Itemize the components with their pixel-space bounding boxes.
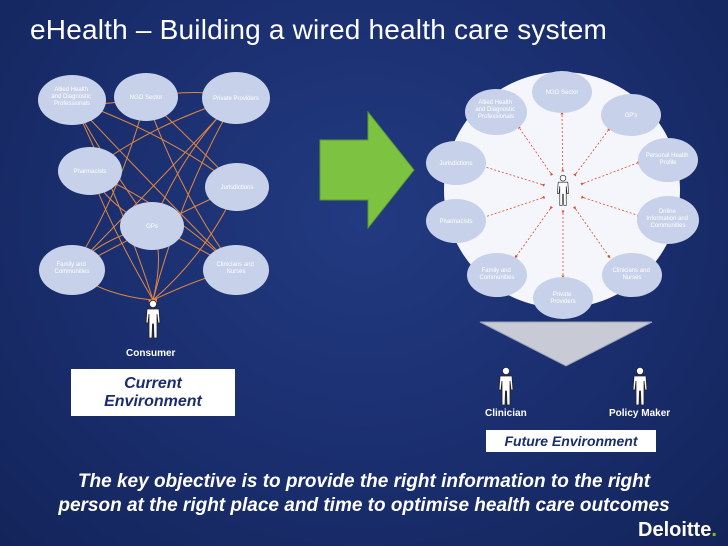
svg-text:Allied Health and Diag: Allied Health and Diagnostic Professiona… [51, 87, 92, 107]
future-node-allied: Allied Health and Diagnostic Professiona… [465, 89, 527, 135]
current-environment-box: Current Environment [71, 369, 235, 416]
current-environment-line2: Environment [104, 392, 202, 410]
svg-text:Allied Health and Diag: Allied Health and Diagnostic Professiona… [475, 100, 516, 120]
connection-arrow [481, 195, 546, 219]
current-node-pharmacists: Pharmacists [58, 147, 122, 195]
key-objective-text: The key objective is to provide the righ… [14, 470, 714, 518]
svg-text:NGO Sector: NGO Sector [130, 95, 163, 101]
key-objective-line2: person at the right place and time to op… [58, 495, 670, 516]
future-node-gps: GP's [601, 94, 661, 136]
current-node-ngo: NGO Sector [114, 73, 178, 121]
svg-text:Jurisdictions: Jurisdictions [220, 185, 253, 191]
svg-text:Jurisdictions: Jurisdictions [439, 161, 472, 167]
key-objective-line1: The key objective is to provide the righ… [77, 471, 651, 492]
current-node-clinicians: Clinicians and Nurses [203, 245, 269, 295]
current-node-gps: GPs [120, 202, 184, 250]
clinician-person-icon [498, 367, 514, 406]
deloitte-logo: Deloitte. [638, 519, 717, 542]
connection-arrow [481, 165, 545, 187]
svg-text:Online Information and: Online Information and Communities [646, 209, 689, 229]
svg-text:Private Providers: Private Providers [213, 96, 259, 102]
connection-arrow [572, 205, 611, 259]
clinician-label: Clinician [485, 408, 527, 419]
consumer-person-icon [145, 299, 161, 339]
logo-dot: . [711, 519, 717, 541]
svg-text:Pharmacists: Pharmacists [73, 169, 106, 175]
current-node-private: Private Providers [202, 72, 270, 124]
policy-maker-label: Policy Maker [609, 408, 671, 419]
svg-text:GP's: GP's [625, 113, 638, 119]
logo-text: Deloitte [638, 519, 712, 541]
future-node-jurisdictions: Jurisdictions [426, 141, 486, 185]
slide-title: eHealth – Building a wired health care s… [30, 14, 608, 45]
svg-text:Pharmacists: Pharmacists [439, 219, 472, 225]
svg-text:Personal Health Profil: Personal Health Profile [646, 153, 690, 166]
future-environment-box: Future Environment [486, 430, 656, 452]
current-node-allied: Allied Health and Diagnostic Professiona… [38, 75, 106, 125]
connection-arrow [517, 125, 554, 177]
future-node-ngo: NGO Sector [532, 71, 592, 113]
current-environment-line1: Current [124, 374, 182, 392]
connection-arrow [560, 111, 565, 172]
future-node-online: Online Information and Communities [637, 196, 699, 244]
future-node-private: Private Providers [533, 277, 593, 319]
svg-text:NGO Sector: NGO Sector [546, 90, 579, 96]
funnel-arrow-icon [479, 321, 653, 367]
connection-arrow [580, 195, 641, 217]
svg-text:Family and Communities: Family and Communities [54, 262, 89, 275]
future-connection-arrows [481, 111, 641, 279]
current-node-jurisdictions: Jurisdictions [205, 163, 269, 211]
svg-text:Family and Communities: Family and Communities [479, 268, 514, 281]
future-node-family: Family and Communities [467, 253, 527, 297]
svg-text:GPs: GPs [146, 224, 158, 230]
future-node-clinicians: Clinicians and Nurses [602, 253, 662, 297]
right-arrow-icon [319, 110, 415, 230]
future-node-personal-health-profile: Personal Health Profile [638, 138, 698, 182]
svg-text:Private Providers: Private Providers [550, 292, 575, 305]
policy-maker-person-icon [632, 367, 648, 406]
current-node-family: Family and Communities [39, 245, 105, 295]
svg-text:Clinicians and Nurses: Clinicians and Nurses [216, 262, 255, 275]
future-node-pharmacists: Pharmacists [426, 199, 486, 243]
consumer-label: Consumer [126, 348, 176, 359]
svg-text:Clinicians and Nurses: Clinicians and Nurses [612, 268, 651, 281]
